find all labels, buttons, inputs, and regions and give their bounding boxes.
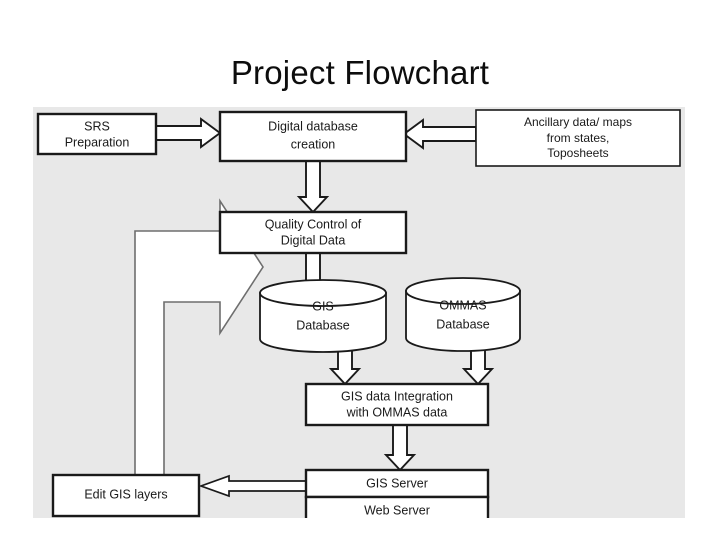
node-integration-line2: with OMMAS data (346, 405, 448, 419)
node-ommas-db-line2: Database (436, 317, 490, 331)
edge-gis-server-to-edit-layers (198, 474, 320, 498)
node-ancillary-line1: Ancillary data/ maps (524, 115, 632, 129)
node-ancillary-data[interactable]: Ancillary data/ maps from states, Toposh… (475, 109, 681, 167)
node-digital-db-line1: Digital database (268, 119, 358, 133)
node-srs-line1: SRS (84, 119, 110, 133)
edge-integration-to-gis-server (383, 424, 417, 472)
node-gis-database[interactable]: GIS Database (259, 279, 387, 353)
node-gis-server-label: GIS Server (366, 476, 428, 490)
node-quality-control[interactable]: Quality Control of Digital Data (218, 210, 408, 255)
node-gis-db-line2: Database (296, 318, 350, 332)
page-title: Project Flowchart (230, 54, 490, 91)
node-quality-line1: Quality Control of (265, 217, 362, 231)
node-quality-line2: Digital Data (281, 233, 346, 247)
node-ommas-db-line1: OMMAS (439, 298, 486, 312)
node-ancillary-line3: Toposheets (547, 146, 608, 160)
node-gis-db-line1: GIS (312, 299, 334, 313)
flowchart-svg: SRS Preparation Digital database creatio… (36, 109, 681, 518)
node-integration-line1: GIS data Integration (341, 389, 453, 403)
edge-ancillary-to-digital-db (402, 118, 477, 150)
node-gis-data-integration[interactable]: GIS data Integration with OMMAS data (304, 382, 490, 427)
node-digital-db-line2: creation (291, 137, 336, 151)
node-digital-database-creation[interactable]: Digital database creation (218, 110, 408, 163)
node-edit-layers-label: Edit GIS layers (84, 487, 167, 501)
edge-ommas-db-to-integration (461, 346, 495, 386)
node-edit-gis-layers[interactable]: Edit GIS layers (51, 473, 201, 518)
node-ancillary-line2: from states, (547, 131, 610, 145)
edge-edit-layers-to-gis-db (134, 198, 264, 476)
edge-digital-db-to-quality (296, 160, 330, 214)
flowchart-diagram: SRS Preparation Digital database creatio… (33, 107, 685, 518)
edge-srs-to-digital-db (155, 117, 222, 149)
node-gis-server[interactable]: GIS Server (304, 468, 490, 499)
node-ommas-database[interactable]: OMMAS Database (405, 277, 521, 352)
node-web-server-label: Web Server (364, 503, 430, 517)
node-srs-preparation[interactable]: SRS Preparation (36, 112, 158, 156)
node-web-server[interactable]: Web Server (304, 495, 490, 518)
node-srs-line2: Preparation (65, 135, 130, 149)
